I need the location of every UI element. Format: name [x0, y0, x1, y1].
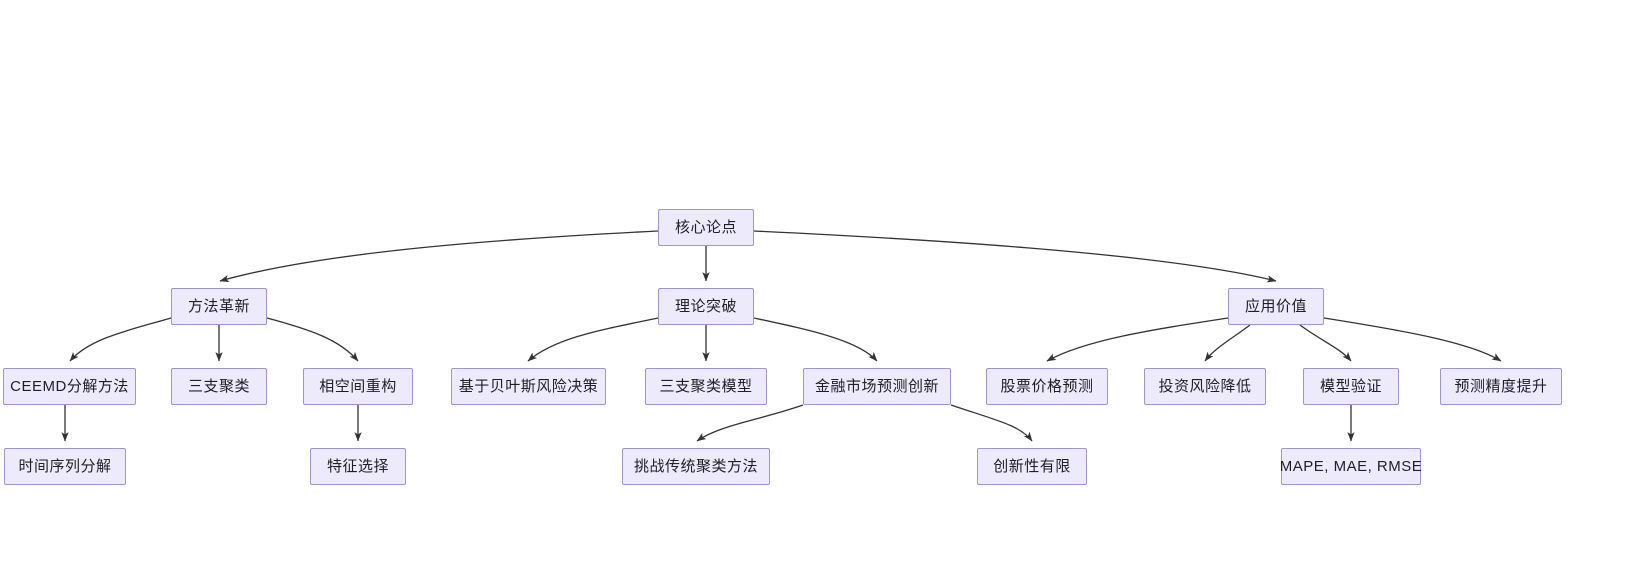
node-label-ts-decomp: 时间序列分解: [18, 458, 112, 475]
node-label-bayes-risk: 基于贝叶斯风险决策: [458, 378, 599, 395]
node-label-model-valid: 模型验证: [1319, 378, 1382, 395]
node-phase-space[interactable]: 相空间重构: [303, 368, 413, 405]
node-application[interactable]: 应用价值: [1228, 288, 1324, 325]
node-metrics[interactable]: MAPE, MAE, RMSE: [1279, 448, 1423, 485]
node-label-method: 方法革新: [187, 298, 250, 315]
node-label-limited: 创新性有限: [993, 458, 1071, 475]
node-tri-cluster[interactable]: 三支聚类: [171, 368, 267, 405]
node-root[interactable]: 核心论点: [658, 209, 754, 246]
node-method[interactable]: 方法革新: [171, 288, 267, 325]
node-ts-decomp[interactable]: 时间序列分解: [4, 448, 126, 485]
node-challenge[interactable]: 挑战传统聚类方法: [622, 448, 770, 485]
node-label-challenge: 挑战传统聚类方法: [633, 458, 758, 475]
node-label-phase-space: 相空间重构: [319, 378, 397, 395]
node-feat-select[interactable]: 特征选择: [310, 448, 406, 485]
node-accuracy[interactable]: 预测精度提升: [1440, 368, 1562, 405]
node-label-tri-model: 三支聚类模型: [659, 378, 753, 395]
node-theory[interactable]: 理论突破: [658, 288, 754, 325]
node-risk-lower[interactable]: 投资风险降低: [1144, 368, 1266, 405]
node-label-theory: 理论突破: [674, 298, 737, 315]
node-label-accuracy: 预测精度提升: [1454, 378, 1548, 395]
node-tri-model[interactable]: 三支聚类模型: [645, 368, 767, 405]
node-stock-pred[interactable]: 股票价格预测: [986, 368, 1108, 405]
node-ceemd[interactable]: CEEMD分解方法: [3, 368, 136, 405]
node-label-fin-market: 金融市场预测创新: [814, 378, 939, 395]
node-label-stock-pred: 股票价格预测: [1000, 378, 1094, 395]
node-label-feat-select: 特征选择: [326, 458, 389, 475]
node-label-risk-lower: 投资风险降低: [1158, 378, 1252, 395]
node-label-metrics: MAPE, MAE, RMSE: [1279, 458, 1423, 475]
node-model-valid[interactable]: 模型验证: [1303, 368, 1399, 405]
node-fin-market[interactable]: 金融市场预测创新: [803, 368, 951, 405]
node-bayes-risk[interactable]: 基于贝叶斯风险决策: [451, 368, 606, 405]
node-label-tri-cluster: 三支聚类: [187, 378, 250, 395]
node-label-application: 应用价值: [1244, 298, 1307, 315]
node-label-ceemd: CEEMD分解方法: [10, 378, 129, 395]
node-label-root: 核心论点: [674, 219, 737, 236]
node-limited[interactable]: 创新性有限: [977, 448, 1087, 485]
